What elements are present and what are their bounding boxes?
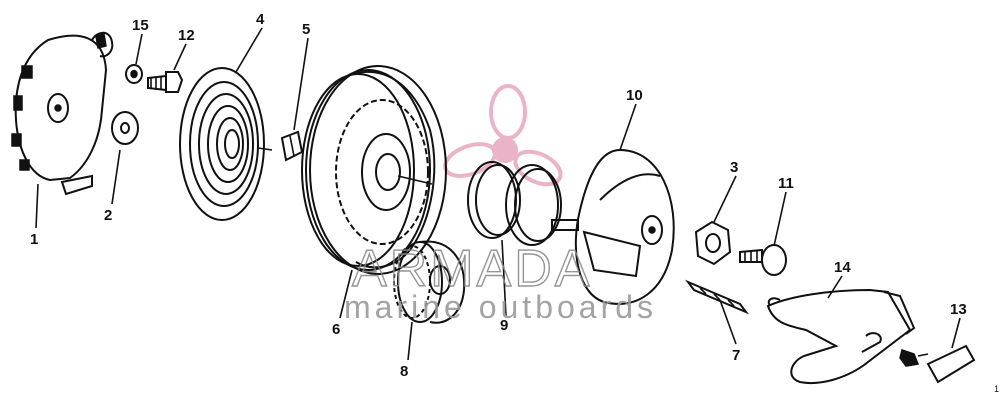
- callout-13: 13: [950, 301, 967, 318]
- part-6-pulley-gear: [301, 65, 447, 275]
- callout-11: 11: [778, 175, 794, 192]
- part-3-nut: [694, 220, 732, 266]
- part-1-cover-plate: [11, 31, 114, 196]
- part-15-lock-washer: [125, 64, 143, 84]
- part-10-starter-housing: [551, 148, 675, 305]
- callout-12: 12: [178, 27, 195, 44]
- callout-9: 9: [500, 317, 508, 334]
- callout-2: 2: [104, 207, 112, 224]
- part-8-pinion-gear: [393, 240, 466, 324]
- part-9-spring-rings: [467, 161, 562, 246]
- callout-5: 5: [302, 21, 310, 38]
- part-13-handle-insert: [926, 344, 976, 384]
- callout-4: 4: [256, 11, 265, 28]
- watermark-brand: ARMADA: [352, 240, 592, 298]
- part-14-starter-handle: [766, 288, 916, 384]
- callout-8: 8: [400, 363, 408, 380]
- callout-6: 6: [332, 321, 340, 338]
- leader-lines: [35, 27, 961, 361]
- part-7-starter-rope: [684, 279, 750, 315]
- corner-mark: 1: [994, 384, 999, 394]
- part-11-shoulder-bolt: [739, 244, 787, 276]
- callout-14: 14: [834, 259, 851, 276]
- callout-10: 10: [626, 87, 643, 104]
- callout-labels: 1 2 3 4 5 6 7 8 9 10 11 12 13 14 15 1: [30, 11, 999, 394]
- callout-3: 3: [730, 159, 738, 176]
- watermark-text: ARMADA marine outboards: [344, 239, 657, 325]
- callout-1: 1: [30, 231, 38, 248]
- part-4-recoil-spring: [179, 67, 273, 221]
- part-2-washer: [111, 111, 139, 145]
- watermark-propeller-logo: [443, 84, 563, 187]
- part-5-pawl: [280, 130, 304, 162]
- callout-7: 7: [732, 347, 740, 364]
- part-12-bolt: [147, 71, 184, 93]
- callout-15: 15: [132, 17, 149, 34]
- rope-retainer-clip: [899, 349, 929, 367]
- watermark-tagline: marine outboards: [344, 289, 657, 325]
